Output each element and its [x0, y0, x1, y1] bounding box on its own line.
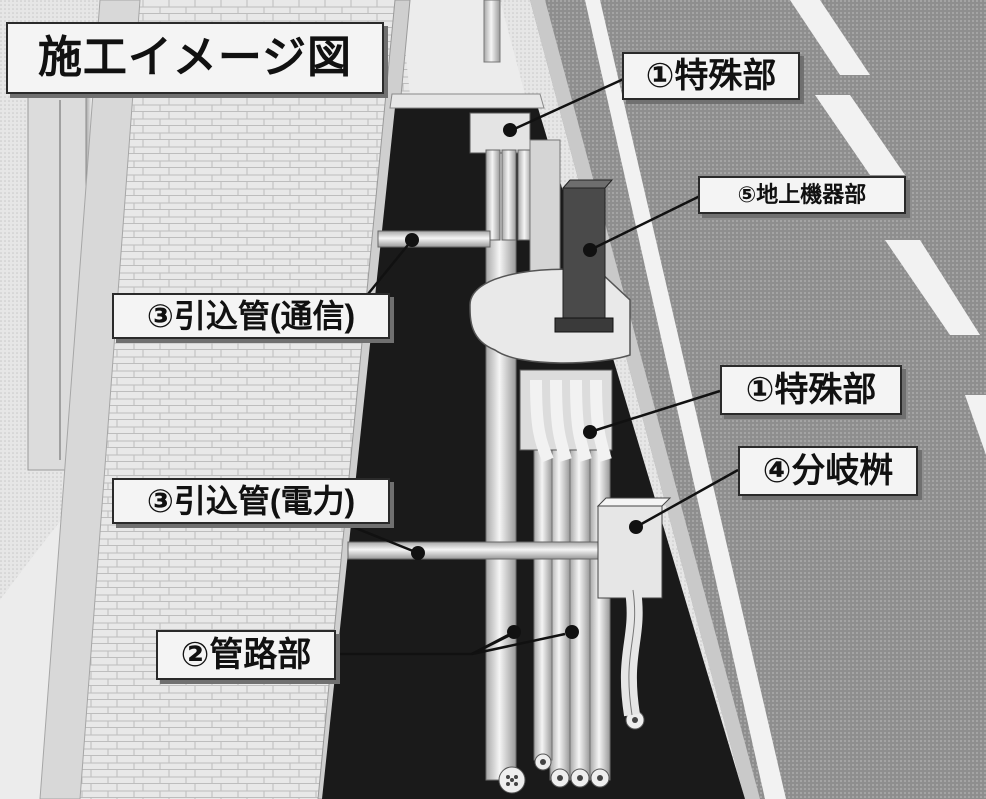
ground-equipment-top	[561, 179, 614, 189]
special-box-mid-pipes	[530, 379, 612, 463]
callout-ground-equipment: ⑤地上機器部	[698, 176, 906, 214]
leader-dots	[405, 123, 643, 639]
callout-lead-in-power: ③引込管(電力)	[112, 478, 390, 524]
equipment-platform	[469, 268, 631, 364]
callout-lead-in-telecom: ③引込管(通信)	[112, 293, 390, 339]
pipe-end-holes	[506, 717, 638, 786]
title-label: 施工イメージ図	[6, 22, 384, 94]
ground-equipment	[562, 187, 606, 329]
leader-lines	[335, 75, 739, 656]
branch-box-top	[596, 497, 672, 507]
sidewalk	[40, 0, 410, 799]
callout-special-part-top: ①特殊部	[622, 52, 800, 100]
callout-special-part-mid: ①特殊部	[720, 365, 902, 415]
trench-rim	[389, 93, 545, 109]
callout-branch-box: ④分岐桝	[738, 446, 918, 496]
lead-in-pipe-telecom	[377, 230, 491, 248]
branch-box	[597, 505, 663, 599]
branch-box-pipe-outline	[628, 589, 636, 716]
sidewalk-edge-left	[39, 0, 141, 799]
special-box-top	[469, 112, 531, 154]
callout-conduit-part: ②管路部	[156, 630, 336, 680]
pole	[483, 0, 501, 63]
lead-in-pipe-power	[347, 541, 609, 560]
conduit-pipes	[485, 139, 611, 781]
ground-equipment-base	[554, 317, 614, 333]
special-box-top-wall	[529, 139, 561, 281]
road-markings	[585, 0, 986, 799]
